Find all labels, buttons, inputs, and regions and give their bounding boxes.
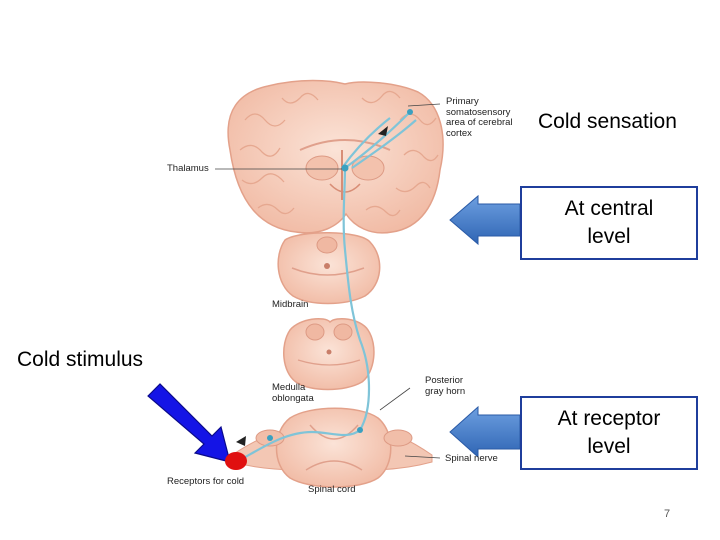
central-level-box: At central level — [520, 186, 698, 260]
medulla-section — [283, 317, 375, 391]
posterior-gray-horn-label: Posterior gray horn — [425, 375, 466, 397]
central-level-arrow — [449, 194, 521, 246]
page-number: 7 — [664, 508, 671, 520]
brain-section — [227, 79, 444, 234]
ascending-pathway — [239, 111, 417, 461]
receptor-level-box: At receptor level — [520, 396, 698, 470]
spinal-nerve-label: Spinal nerve — [445, 453, 498, 464]
thalamus-label: Thalamus — [167, 163, 209, 174]
spinal-cord-label: Spinal cord — [308, 484, 356, 495]
small-pathway-arrows — [236, 126, 388, 446]
midbrain-label: Midbrain — [272, 299, 309, 310]
medulla-label: Medulla oblongata — [272, 382, 314, 404]
pathway-nodes — [267, 109, 413, 441]
cold-sensation-label: Cold sensation — [538, 110, 677, 133]
cold-stimulus-arrow — [147, 383, 231, 463]
cold-receptor-dot — [225, 452, 247, 470]
primary-cortex-label: Primary somatosensory area of cerebral c… — [446, 96, 513, 139]
cold-stimulus-label: Cold stimulus — [17, 348, 144, 371]
leader-lines — [215, 103, 441, 459]
midbrain-section — [277, 232, 381, 305]
receptor-level-arrow — [449, 405, 521, 459]
receptors-label: Receptors for cold — [167, 476, 245, 487]
